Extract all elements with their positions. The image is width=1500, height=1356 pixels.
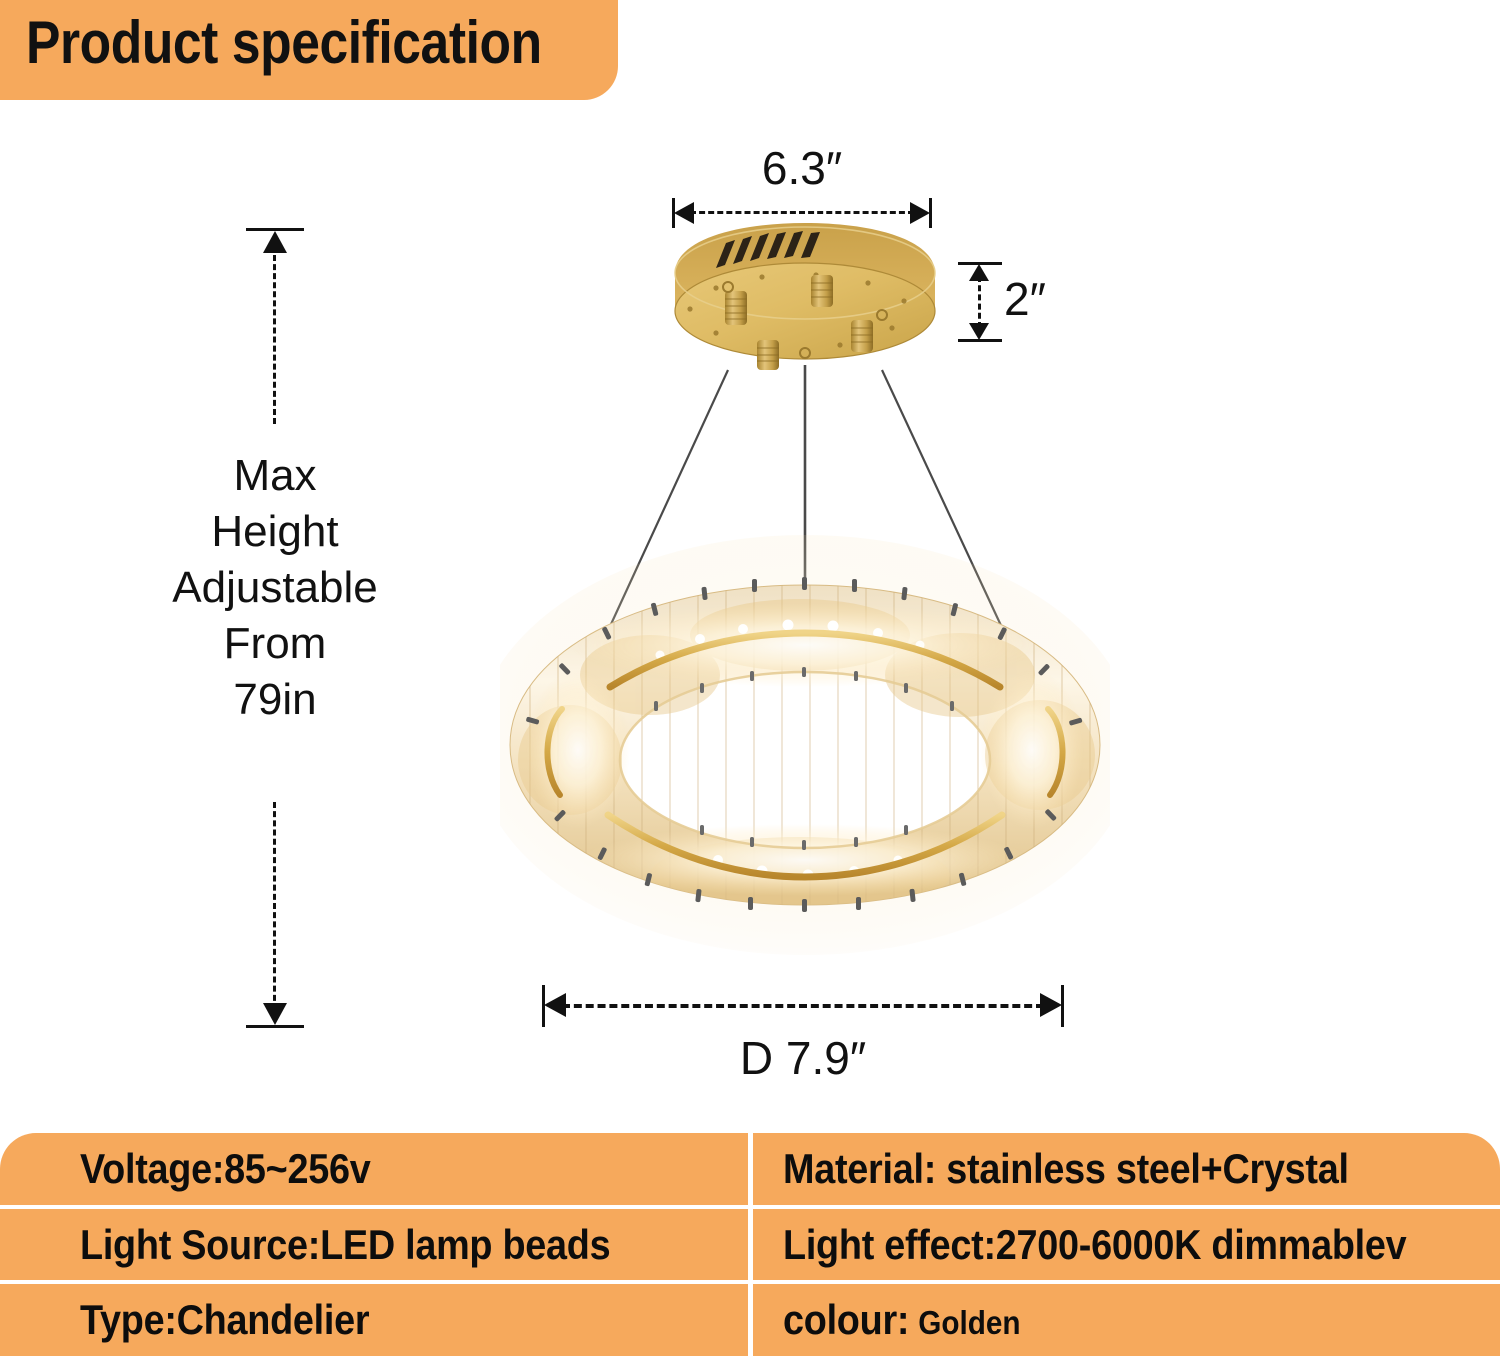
ring-diameter-label: D 7.9″ [739,1032,867,1084]
max-height-line-3: Adjustable [172,563,378,612]
spec-cell-type: Type:Chandelier [0,1284,748,1356]
gold-rails [544,629,1066,881]
dimension-shaft [562,1004,1044,1008]
canopy-width-dimension-line [672,198,932,228]
dimension-arrow-down [969,323,989,340]
dimension-arrow-left [544,993,566,1017]
dimension-arrow-right [910,202,930,224]
max-height-line-1: Max [233,451,317,500]
spec-cell-colour: colour: Golden [753,1284,1500,1356]
spec-value-material: Material: stainless steel+Crystal [783,1144,1349,1192]
table-row: Light Source:LED lamp beads Light effect… [0,1208,1500,1281]
extension-line-left [542,985,545,1027]
max-height-line-4: From [223,619,327,668]
crystal-ring [475,535,1135,955]
dimension-shaft-lower [273,802,276,1010]
canopy-vent-slits [716,231,820,268]
wire-anchors [722,281,888,359]
ceiling-canopy [674,223,936,370]
extension-line-right [1061,985,1064,1027]
canopy-connectors [725,275,873,370]
spec-cell-light-effect: Light effect:2700-6000K dimmablev [753,1208,1500,1281]
max-height-dimension-line [246,228,304,1028]
header-badge: Product specification [0,0,618,100]
spec-value-type: Type:Chandelier [80,1296,370,1344]
chandelier-svg [475,223,1135,955]
dimension-cap-top [958,262,1002,265]
spec-cell-light-source: Light Source:LED lamp beads [0,1208,748,1281]
table-row: Voltage:85~256v Material: stainless stee… [0,1133,1500,1205]
dimension-shaft [978,276,981,328]
spec-cell-voltage: Voltage:85~256v [0,1133,748,1205]
dimension-cap-bottom [958,339,1002,342]
max-height-label: Max Height Adjustable From 79in [140,448,410,728]
page-title: Product specification [26,9,542,76]
dimension-shaft-upper [273,246,276,424]
chandelier-illustration [475,215,1135,1015]
inner-prongs [654,667,954,850]
spec-cell-material: Material: stainless steel+Crystal [753,1133,1500,1205]
dimension-arrow-down [263,1003,287,1025]
max-height-line-2: Height [211,507,339,556]
spec-label-colour: colour: Golden [783,1296,1021,1344]
spec-value-voltage: Voltage:85~256v [80,1144,371,1192]
spec-label-colour-key: colour: [783,1296,910,1344]
dimension-arrow-left [674,202,694,224]
canopy-height-label: 2″ [1004,273,1046,325]
led-band [526,603,1084,896]
spec-value-colour: Golden [918,1304,1021,1342]
dimension-arrow-up [263,231,287,253]
spec-value-light-effect: Light effect:2700-6000K dimmablev [783,1220,1407,1268]
ring-diameter-dimension-line [542,985,1064,1027]
canopy-width-label: 6.3″ [761,142,843,194]
extension-line-right [929,198,932,228]
spec-value-light-source: Light Source:LED lamp beads [80,1220,611,1268]
extension-line-left [672,198,675,228]
specification-table: Voltage:85~256v Material: stainless stee… [0,1133,1500,1356]
crystal-prongs [526,577,1083,912]
dimension-arrow-right [1040,993,1062,1017]
dimension-cap-top [246,228,304,231]
table-row: Type:Chandelier colour: Golden [0,1284,1500,1356]
canopy-height-dimension-line [958,262,1002,342]
dimension-shaft [690,211,914,214]
dimension-arrow-up [969,264,989,281]
max-height-line-5: 79in [233,675,317,724]
dimension-cap-bottom [246,1025,304,1028]
